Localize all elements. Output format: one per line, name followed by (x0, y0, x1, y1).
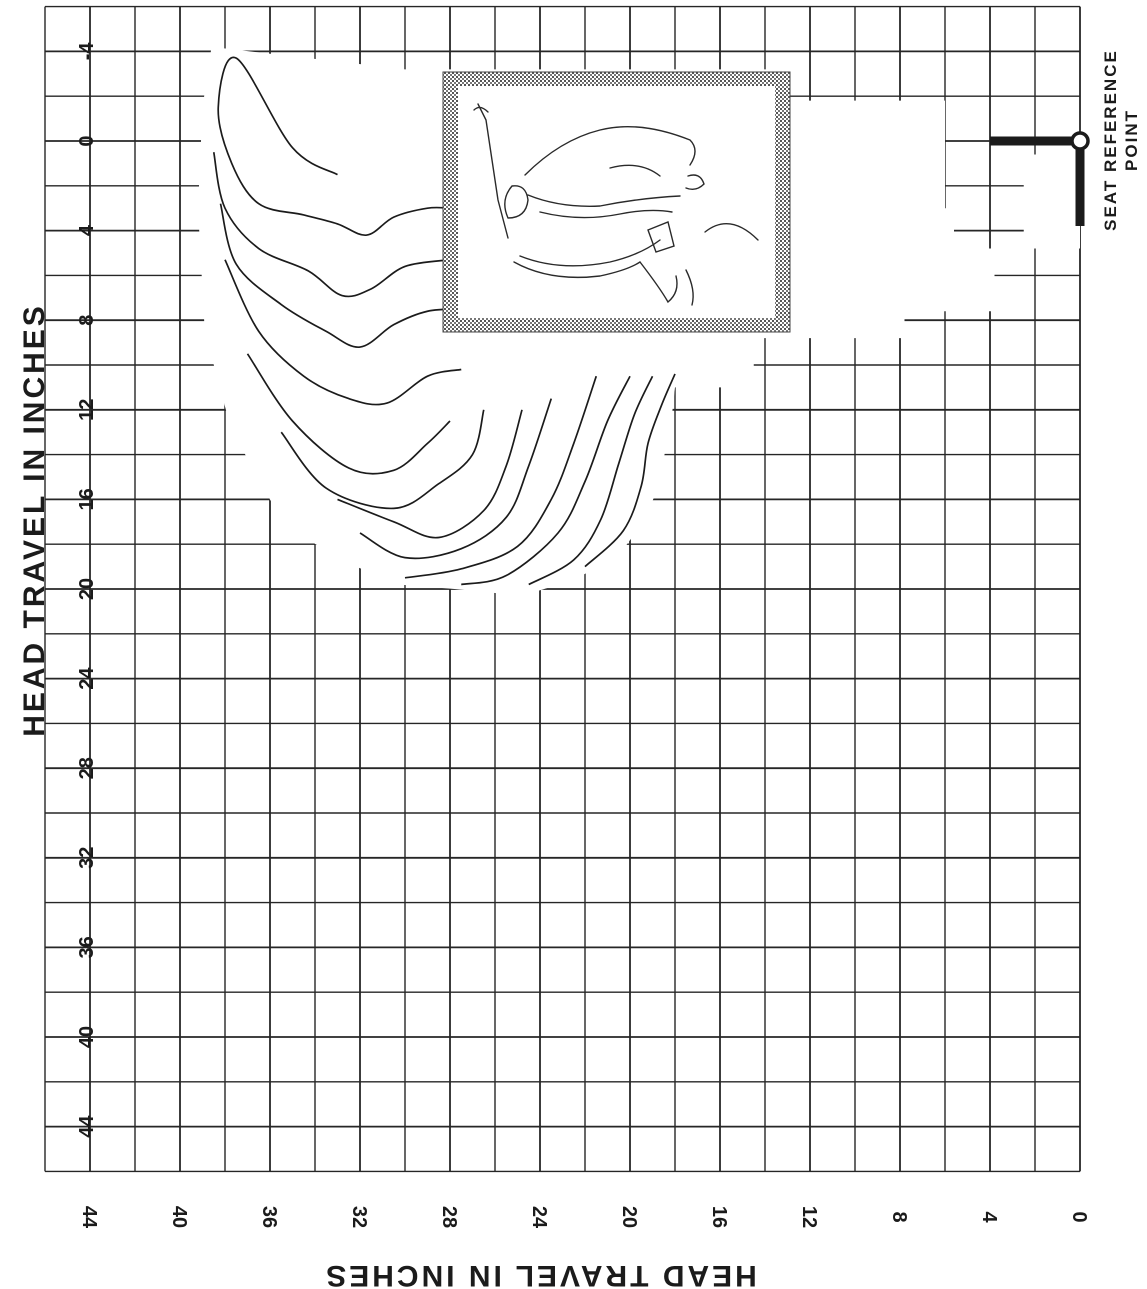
y-tick-label: 20 (76, 578, 98, 600)
head-trajectory-curve (461, 375, 631, 586)
head-trajectory-curve (219, 203, 462, 348)
head-trajectory-curve (584, 373, 676, 568)
y-tick-label: 16 (76, 488, 98, 510)
y-axis-title: HEAD TRAVEL IN INCHES (18, 303, 51, 737)
y-tick-label: 0 (76, 135, 98, 146)
head-trajectory-curve (280, 409, 485, 510)
inset-canvas (458, 86, 775, 318)
x-tick-label: 32 (348, 1206, 370, 1228)
x-tick-label: 40 (168, 1206, 190, 1228)
y-tick-label: 32 (76, 847, 98, 869)
y-tick-label: 8 (76, 315, 98, 326)
blank-corner-area (999, 154, 1080, 249)
x-tick-label: 12 (798, 1206, 820, 1228)
y-tick-label: -4 (76, 42, 98, 61)
head-trajectory-curves (212, 56, 676, 586)
y-tick-label: 44 (76, 1115, 98, 1138)
y-tick-labels: -4 0 4 8 12 16 20 24 28 32 36 40 44 (76, 42, 98, 1138)
x-tick-label: 0 (1068, 1211, 1090, 1222)
x-tick-label: 4 (978, 1211, 1000, 1223)
x-tick-label: 28 (438, 1206, 460, 1228)
x-tick-label: 36 (258, 1206, 280, 1228)
head-trajectory-curve (217, 56, 451, 236)
seat-reference-point-marker (990, 131, 1090, 226)
y-tick-label: 4 (76, 224, 98, 236)
head-trajectory-curve (359, 398, 553, 560)
head-trajectory-curve (246, 353, 451, 475)
reference-point-icon (1070, 131, 1090, 151)
head-trajectory-curve (528, 375, 654, 586)
head-trajectory-curve (212, 152, 451, 298)
x-tick-label: 8 (888, 1211, 910, 1222)
y-tick-label: 12 (76, 399, 98, 421)
seat-reference-label-line1: SEAT REFERENCE (1101, 49, 1120, 231)
x-axis-title: HEAD TRAVEL IN INCHES (323, 1259, 757, 1289)
seated-figure-illustration (473, 103, 759, 306)
head-trajectory-curve (404, 375, 598, 579)
x-tick-label: 24 (528, 1206, 550, 1229)
x-tick-label: 20 (618, 1206, 640, 1228)
head-trajectory-curve (337, 409, 523, 539)
y-tick-label: 28 (76, 757, 98, 779)
x-tick-label: 16 (708, 1206, 730, 1228)
head-trajectory-curve (224, 259, 462, 406)
y-tick-label: 40 (76, 1026, 98, 1048)
y-tick-label: 36 (76, 936, 98, 958)
seat-reference-label-line2: POINT (1122, 109, 1141, 171)
y-tick-label: 24 (76, 667, 98, 690)
seated-figure-inset (442, 71, 791, 333)
x-tick-label: 44 (78, 1206, 100, 1229)
